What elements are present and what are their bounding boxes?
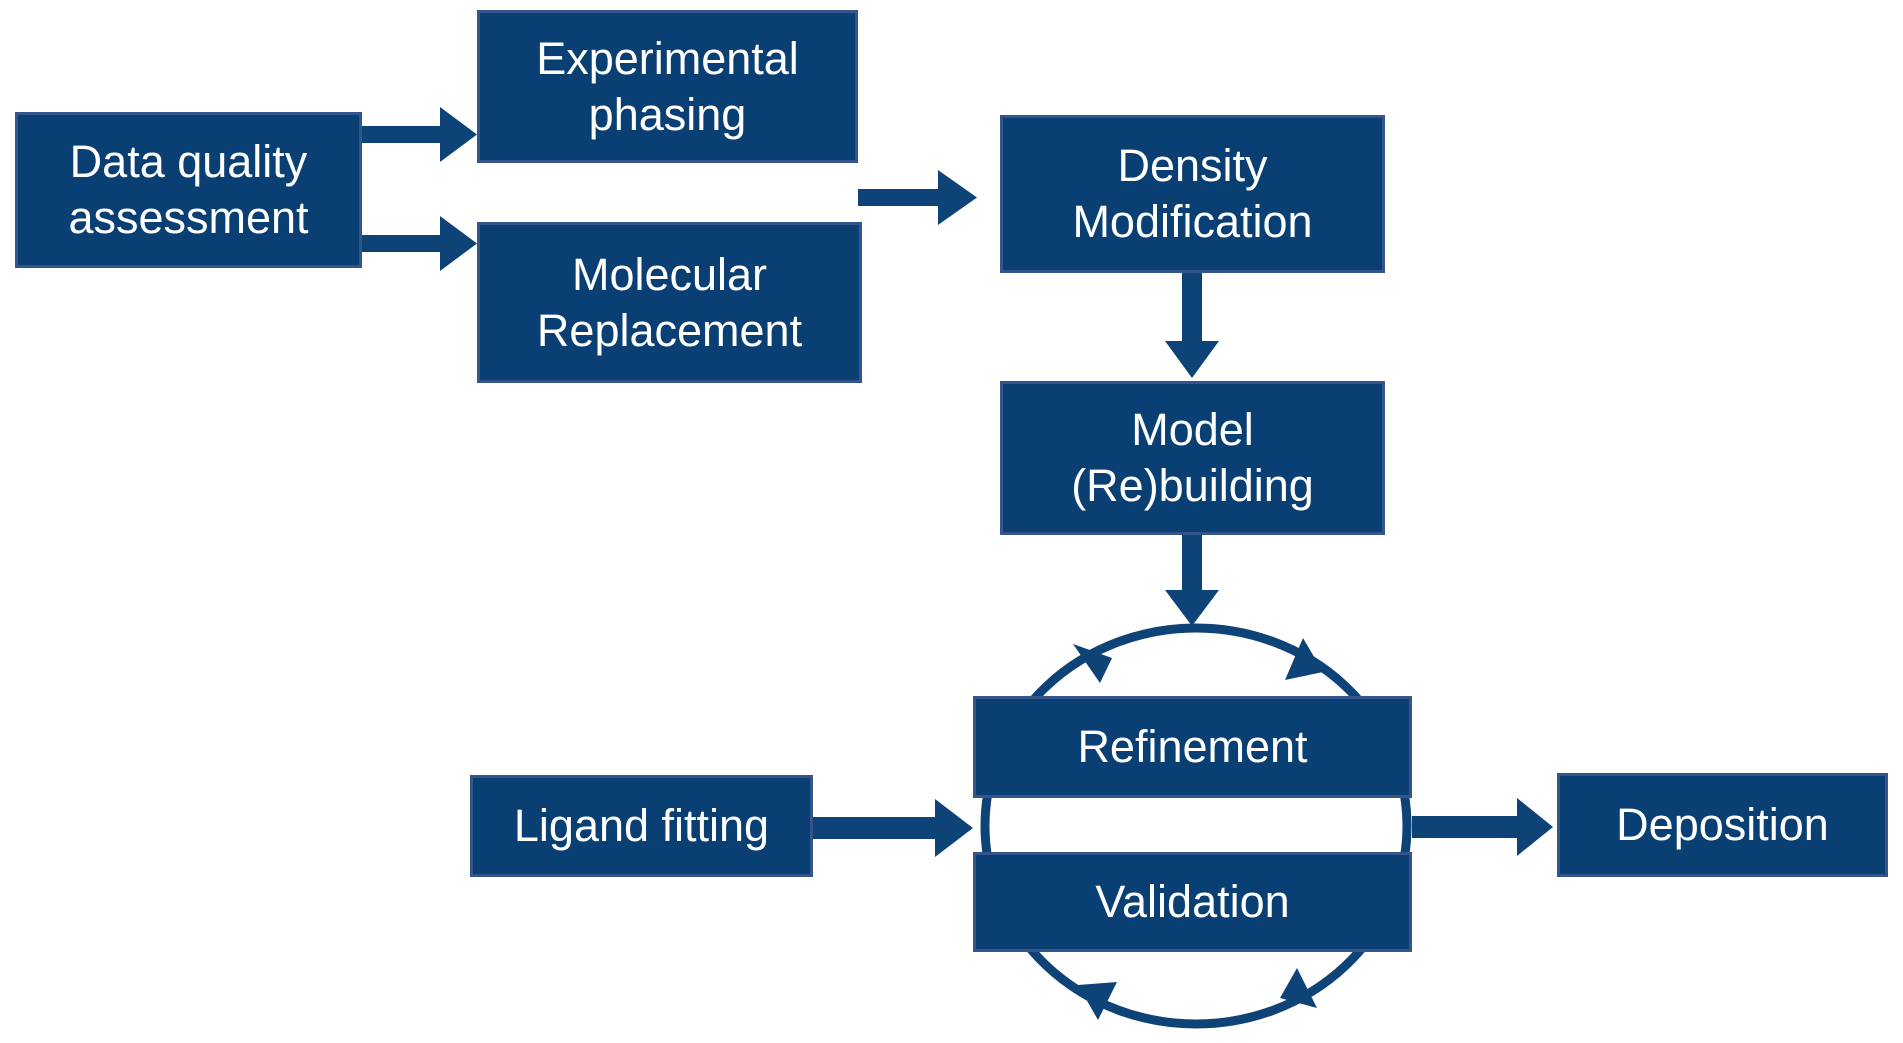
node-density-modification: Density Modification — [1000, 115, 1385, 273]
node-data-quality-assessment: Data quality assessment — [15, 112, 362, 268]
node-validation: Validation — [973, 852, 1412, 952]
node-ligand-fitting: Ligand fitting — [470, 775, 813, 877]
arrow-dq-to-molecular — [362, 216, 477, 271]
arrow-cycle-to-deposition — [1412, 798, 1553, 856]
cycle-arrowhead-top-left-icon — [1073, 644, 1112, 683]
cycle-arrowhead-bottom-right-icon — [1280, 968, 1317, 1008]
node-refinement: Refinement — [973, 696, 1412, 798]
node-label-line: phasing — [588, 88, 747, 140]
node-label-line: Modification — [1072, 196, 1313, 247]
node-label-line: Deposition — [1616, 799, 1829, 851]
node-label-line: assessment — [68, 192, 309, 243]
arrow-ligand-to-cycle — [813, 799, 973, 857]
arrow-density-to-model — [1165, 271, 1219, 378]
node-label-line: Replacement — [536, 304, 803, 356]
node-label-line: Density — [1117, 140, 1268, 192]
cycle-arrowhead-top-right-icon — [1285, 638, 1323, 680]
arrow-model-to-cycle — [1165, 535, 1219, 626]
node-label-line: (Re)building — [1071, 460, 1314, 511]
node-label-line: Model — [1131, 404, 1254, 456]
node-deposition: Deposition — [1557, 773, 1888, 877]
refinement-validation-cycle-circle — [980, 623, 1412, 1029]
arrow-dq-to-experimental — [362, 107, 477, 162]
node-label-line: Molecular — [571, 248, 768, 300]
node-label-line: Validation — [1095, 876, 1290, 928]
node-label-line: Ligand fitting — [513, 800, 770, 852]
node-molecular-replacement: Molecular Replacement — [477, 222, 862, 383]
node-label-line: Refinement — [1077, 721, 1308, 773]
node-experimental-phasing: Experimental phasing — [477, 10, 858, 163]
arrow-to-density-modification — [858, 170, 977, 225]
node-label-line: Experimental — [536, 32, 799, 84]
cycle-arrowhead-bottom-left-icon — [1078, 982, 1117, 1020]
node-model-rebuilding: Model (Re)building — [1000, 381, 1385, 535]
node-label-line: Data quality — [69, 136, 308, 188]
